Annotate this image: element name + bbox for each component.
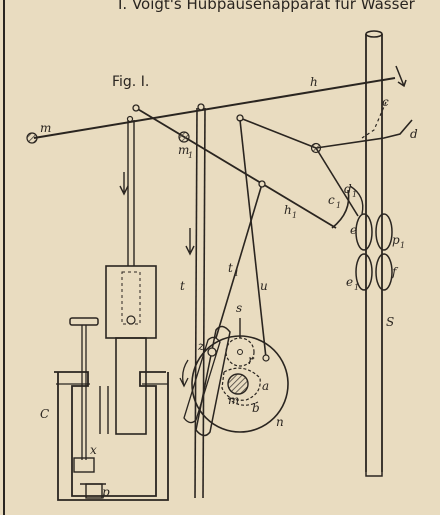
link-d1-arm [315,147,359,217]
label-f: f [391,265,399,279]
label-d1-sub: 1 [352,190,357,199]
counterweight-m1 [178,131,190,143]
rod-u [239,119,267,359]
pivot-left [132,104,140,112]
label-r: r [248,353,255,367]
cam-a [221,367,261,401]
label-c1-sub: 1 [336,201,341,210]
cam-b [227,397,259,406]
valve-x [73,457,106,499]
piston-rod [127,120,135,266]
piston-block [105,265,157,435]
label-h: h [310,75,318,89]
cylinder-c [54,371,169,501]
clamp-arc-d1 [349,185,364,215]
label-t1-sub: 1 [234,269,239,278]
label-e1: e [346,275,353,289]
label-t: t [180,279,185,293]
hub-m [227,373,249,395]
label-a: a [262,379,269,393]
pivot-rod-top [126,115,134,123]
label-e: e [350,223,357,237]
label-u: u [260,279,268,293]
clamp-arc-c1 [331,189,350,229]
pin-r [237,349,243,355]
arrow-on-lever-h [395,65,407,88]
label-p: p [102,485,110,499]
label-d: d [410,127,418,141]
down-arrow-piston [119,172,129,196]
figure-label: Fig. I. [112,74,149,90]
label-c1: c [328,193,335,207]
slotted-crank-z [183,325,231,437]
pivot-t1-top [258,180,266,188]
label-p1-sub: 1 [400,241,405,250]
lever-h1 [135,107,337,229]
rod-t1 [215,183,263,339]
label-s-shaft: s [236,301,242,315]
label-h1-sub: 1 [292,211,297,220]
clamp-pads [355,213,393,291]
crank-pin-z [207,347,217,357]
rotation-arrow [179,359,189,388]
main-lever-h [33,77,396,139]
lever-d [315,119,413,149]
label-m: m [40,121,51,135]
pin-u [262,354,270,362]
valve-stem [69,317,99,460]
label-m1: m [178,143,189,157]
link-arm-upper [239,117,317,149]
label-e1-sub: 1 [354,283,359,292]
label-h1: h [284,203,292,217]
label-d1: d [344,182,352,196]
vertical-rod-s [365,30,383,477]
figure-caption: I. Voigt's Hubpausenapparat für Wasser [118,0,416,13]
gear-r [225,337,255,367]
pivot-center [197,103,205,111]
label-b: b [252,401,260,415]
rod-t [194,107,206,499]
label-c: c [382,95,389,109]
label-p1: p [392,233,400,247]
counterweight-m [26,132,38,144]
label-n: n [276,415,284,429]
label-m-hub: m [228,393,239,407]
label-c-cylinder: C [40,407,49,421]
link-c-dashed [361,101,387,139]
label-t1: t [228,261,233,275]
label-s-rod: S [386,315,394,329]
label-m1-sub: 1 [188,151,193,160]
down-arrow-rod-t [185,228,195,256]
label-x: x [90,443,97,457]
label-z: z [197,339,205,353]
